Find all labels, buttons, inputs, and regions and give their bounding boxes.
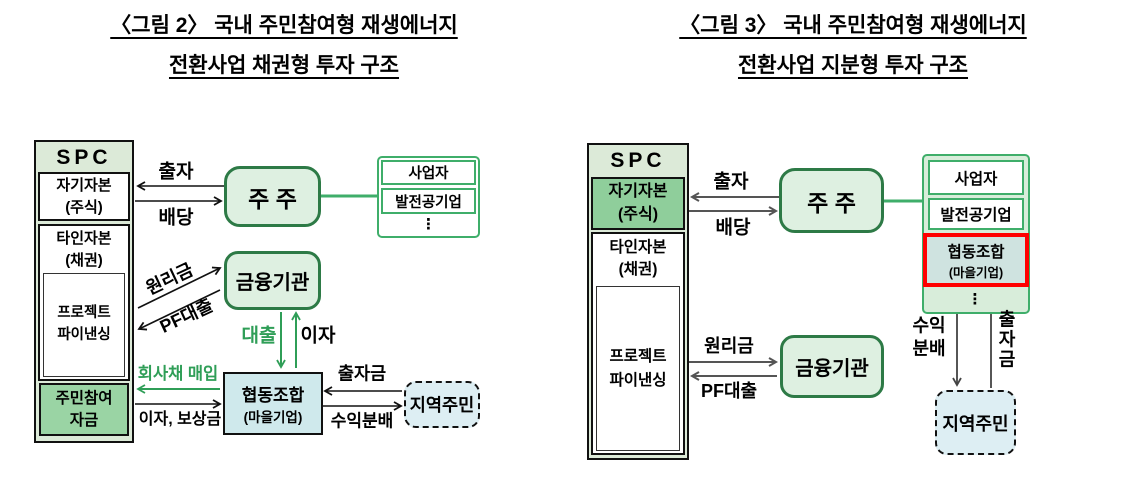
fig2-cooperative-sub: (마을기업) [243,410,303,425]
fig3-shareholder-node: 주 주 [779,168,884,233]
fig3-operator-box: 사업자 [928,160,1024,195]
fig3-cooperative-node: 협동조합 (마을기업) [923,233,1029,287]
fig3-cooperative-name: 협동조합 [947,243,1005,261]
fig3-financial-institution-node: 금융기관 [780,335,884,398]
fig2-operator-box: 사업자 [381,160,476,185]
fig2-debt-label: 타인자본 (채권) [56,230,112,269]
fig2-label-interest: 이자 [300,325,336,347]
fig2-label-profit-distribution: 수익분배 [330,411,394,431]
fig3-label-equity-investment: 출자 [713,171,749,193]
fig2-financial-institution-node: 금융기관 [224,251,321,310]
fig3-label-profit-distribution: 수익 분배 [912,315,946,359]
fig3-label-dividend: 배당 [715,217,751,239]
fig2-equity-box: 자기자본 (주식) [38,172,130,221]
fig2-title: 〈그림 2〉 국내 주민참여형 재생에너지 전환사업 채권형 투자 구조 [110,14,458,77]
fig3-title: 〈그림 3〉 국내 주민참여형 재생에너지 전환사업 지분형 투자 구조 [679,14,1027,77]
fig3-equity-box: 자기자본 (주식) [591,177,685,230]
fig2-operator-dots: ⋮ [421,216,436,233]
fig2-label-contribution: 출자금 [337,363,387,384]
fig3-public-genco-box: 발전공기업 [928,198,1024,230]
fig2-cooperative-name: 협동조합 [241,386,305,405]
fig2-public-genco-box: 발전공기업 [381,188,476,214]
fig2-local-residents-node: 지역주민 [404,381,480,428]
fig2-spc-label: SPC [56,146,112,169]
fig3-local-residents-node: 지역주민 [935,390,1016,455]
fig2-label-equity-investment: 출자 [158,161,194,183]
fig3-operator-dots: ⋮ [967,291,983,308]
fig2-cooperative-node: 협동조합 (마을기업) [223,372,323,435]
fig3-label-contribution: 출 자 금 [998,309,1016,369]
fig3-debt-label: 타인자본 (채권) [609,238,667,278]
fig2-shareholder-node: 주 주 [224,166,321,227]
fig3-cooperative-sub: (마을기업) [948,265,1004,280]
fig3-label-principal-interest: 원리금 [704,336,754,356]
fig2-label-interest-compensation: 이자, 보상금 [138,411,222,428]
fig3-spc-label: SPC [610,149,666,172]
fig3-label-pf-loan: PF대출 [700,381,758,401]
fig2-label-bond-purchase: 회사채 매입 [137,365,219,383]
fig3-project-financing-box: 프로젝트 파이낸싱 [596,286,680,451]
fig2-project-financing-box: 프로젝트 파이낸싱 [43,273,125,377]
fig2-resident-fund-box: 주민참여 자금 [39,383,129,436]
fig2-arrow-principal-interest [137,266,222,309]
fig2-arrow-pf-loan [137,289,221,331]
fig2-label-dividend: 배당 [158,207,194,229]
fig2-label-loan: 대출 [241,325,277,347]
